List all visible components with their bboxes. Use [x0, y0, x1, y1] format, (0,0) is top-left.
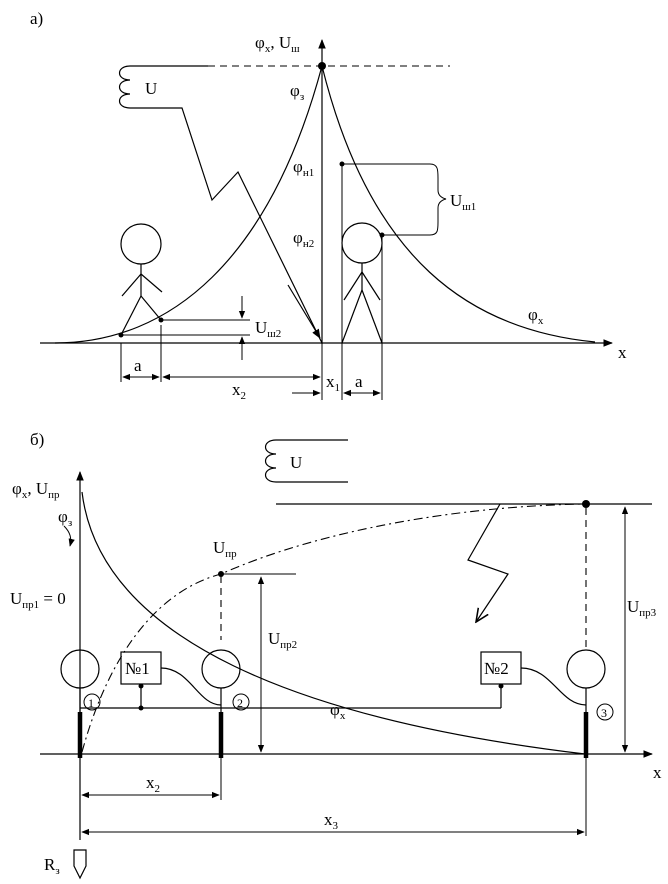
u-pr3-label: Uпр3 [627, 597, 657, 619]
touch-voltage-curve [81, 503, 586, 753]
svg-text:φх, Uпр: φх, Uпр [12, 479, 60, 501]
source-coil-b [264, 439, 348, 483]
u-pr2-label: Uпр2 [268, 629, 297, 651]
phi-axis-label: φх, Uш [255, 33, 300, 55]
fault-current-path [118, 65, 323, 344]
probe-3 [566, 649, 606, 758]
device-2-label: №2 [484, 659, 509, 678]
panel-a-label: а) [30, 9, 43, 28]
u-pr-label: Uпр [213, 538, 237, 560]
svg-text:3: 3 [601, 706, 607, 720]
potential-curve-b [81, 491, 586, 755]
phi-z-label: φз [290, 81, 304, 103]
phi-n2-label: φн2 [293, 228, 314, 250]
device-1-node [138, 683, 144, 689]
source-label: U [145, 79, 157, 98]
panel-b-label: б) [30, 430, 44, 449]
svg-text:φх, Uш: φх, Uш [255, 33, 300, 55]
dim-x1-label: х1 [326, 372, 340, 394]
phi-x-label-b: φх [330, 700, 346, 722]
dim-x2-b-label: х2 [146, 773, 160, 795]
dim-x2-label: х2 [232, 380, 246, 402]
svg-text:2: 2 [237, 696, 243, 710]
u-pr1-label: Uпр1 = 0 [10, 589, 66, 611]
u-sh1-brace [429, 163, 447, 236]
marker-3: 3 [596, 703, 614, 721]
x-axis-label: х [618, 343, 627, 362]
device-1-label: №1 [125, 659, 150, 678]
phi-z-label-b: φз [58, 507, 72, 529]
dim-x3-b-label: х3 [324, 810, 339, 832]
panel-b: б) х φх, Uпр φз φх Uпр Uпр1 = 0 U Uпр2 [10, 430, 662, 880]
ground-label: Rз [44, 855, 60, 877]
u-sh2-label: Uш2 [255, 318, 281, 340]
device-2-lead-right [520, 667, 587, 706]
phi-n1-label: φн1 [293, 157, 314, 179]
fault-arrow [287, 284, 321, 339]
ground-electrode [73, 849, 87, 880]
device-2-node [498, 683, 504, 689]
fault-arrow-b [467, 503, 509, 622]
person-right [341, 222, 383, 344]
dim-a-right-label: a [355, 372, 363, 391]
dim-a-left-label: a [134, 356, 142, 375]
svg-text:1: 1 [88, 696, 94, 710]
x-axis-label-b: х [653, 763, 662, 782]
panel-a: а) х φх, Uш U φз Uш1 φн1 φн2 [30, 9, 627, 402]
marker-1: 1 [83, 693, 101, 711]
device-1-lead-right [160, 667, 222, 706]
phi-z-pointer [63, 525, 75, 547]
potential-curve-left [54, 65, 323, 344]
person-left [120, 223, 163, 336]
marker-2: 2 [232, 693, 250, 711]
u-sh1-label: Uш1 [450, 191, 476, 213]
source-label-b: U [290, 453, 302, 472]
phi-x-label: φх [528, 305, 544, 327]
potential-curve-right [321, 65, 596, 343]
phi-axis-label-b: φх, Uпр [12, 479, 60, 501]
